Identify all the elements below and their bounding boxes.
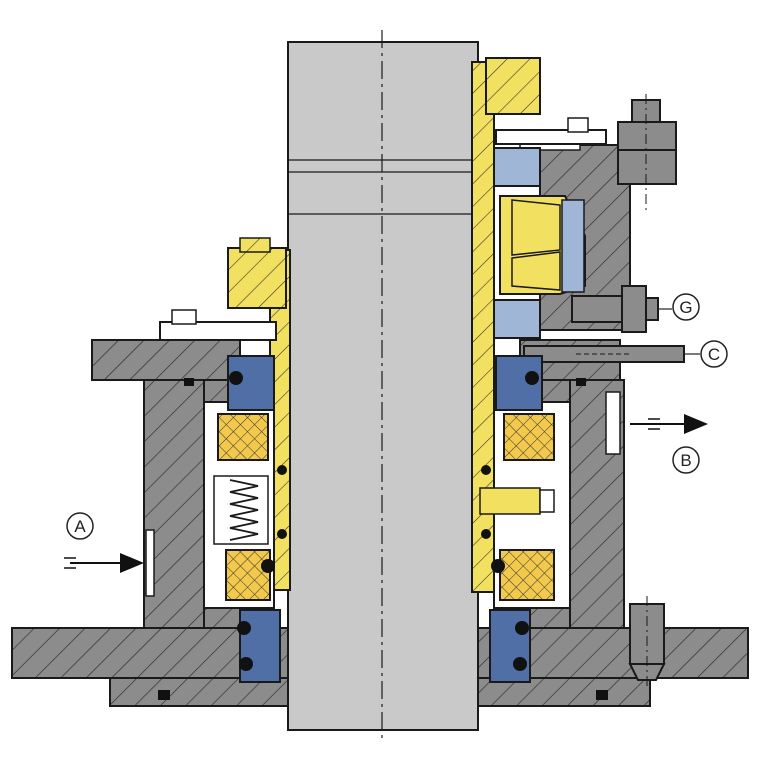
drive-pin [479, 487, 541, 515]
callout-circle [66, 512, 94, 540]
callout-c: C [684, 340, 728, 368]
callout-label-b: B [680, 451, 691, 470]
outlet-port [605, 391, 621, 455]
roller [511, 199, 561, 256]
bolt [617, 94, 677, 214]
set-screw [239, 237, 271, 253]
callout-b: B [672, 446, 700, 474]
bolt-hole [596, 690, 608, 700]
callout-g: G [658, 293, 700, 321]
set-screw [567, 117, 589, 133]
drive-collar [485, 57, 541, 115]
seal-housing-left [91, 339, 241, 629]
callout-label-c: C [708, 345, 720, 364]
shaft [287, 30, 479, 740]
callout-circle [700, 340, 728, 368]
flow-arrow-outlet [630, 414, 708, 434]
callout-a: A [66, 512, 94, 540]
drive-collar [227, 247, 287, 309]
stationary-face [227, 355, 543, 683]
inlet-port [145, 529, 155, 597]
rotating-face [217, 413, 555, 601]
gland-plate [159, 321, 277, 341]
spring [213, 475, 555, 545]
drive-collar-plate [495, 129, 607, 145]
port-fitting-c [523, 345, 685, 363]
drain-plug [628, 596, 666, 690]
callout-label-a: A [74, 517, 86, 536]
callout-circle [672, 446, 700, 474]
flow-arrow-inlet [64, 553, 144, 573]
o-ring [229, 371, 539, 671]
callout-circle [672, 293, 700, 321]
set-screw [171, 309, 197, 325]
bearing [493, 147, 586, 339]
bolt-hole [158, 690, 170, 700]
callout-label-g: G [679, 298, 692, 317]
port-fitting-g [571, 285, 659, 333]
roller [511, 251, 561, 291]
